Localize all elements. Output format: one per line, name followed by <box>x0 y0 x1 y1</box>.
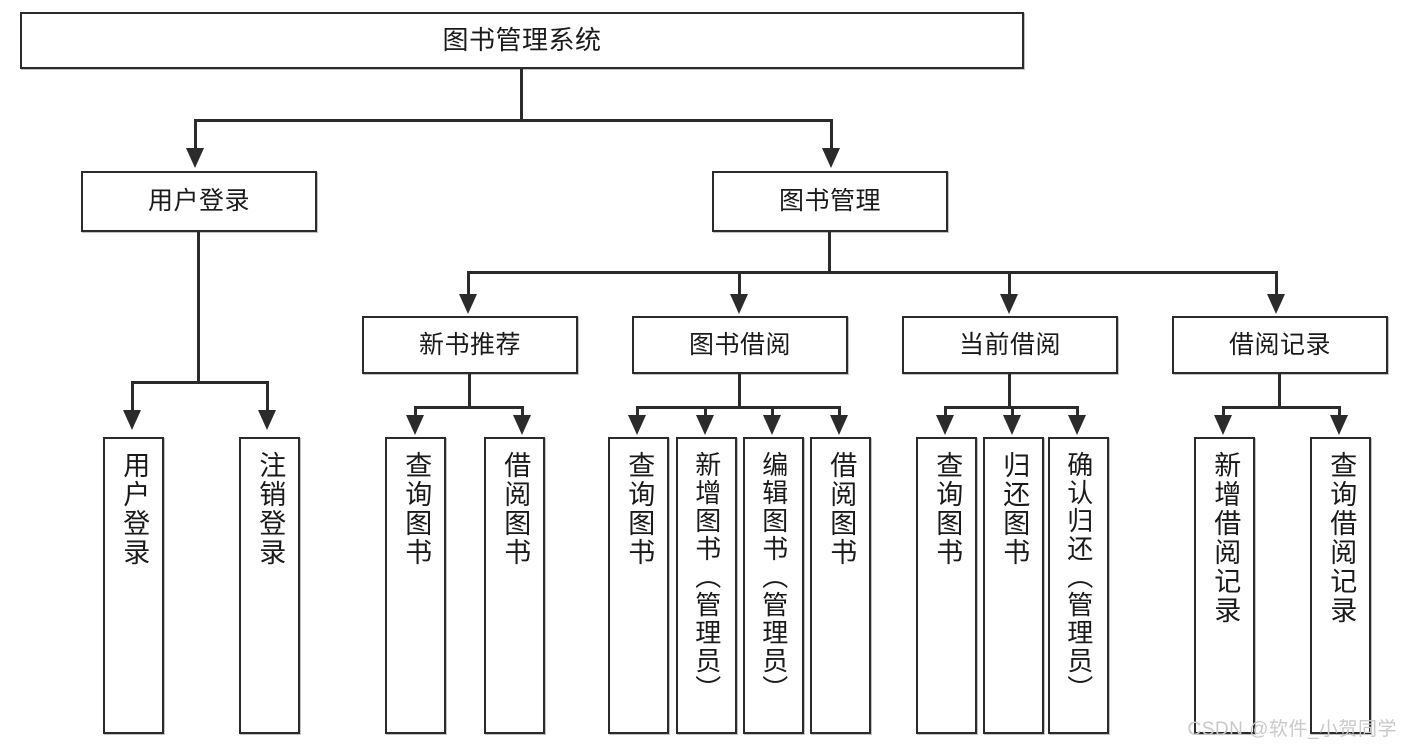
node-label: 归还图书 <box>999 451 1030 567</box>
node-label: 新增图书（管理员） <box>691 451 722 703</box>
arrow-to-book-borrow <box>730 294 748 314</box>
leaf-book-borrow-borrow-books[interactable]: 借阅图书 <box>810 437 871 734</box>
arrow-current-borrow-leaf-2 <box>1003 415 1021 435</box>
arrow-new-book-leaf-2 <box>513 415 531 435</box>
leaf-current-borrow-confirm-return-admin[interactable]: 确认归还（管理员） <box>1048 437 1109 734</box>
connector-root-to-book-manage <box>830 119 833 151</box>
arrow-user-login-leaf-2 <box>258 410 276 430</box>
node-borrow-record[interactable]: 借阅记录 <box>1172 316 1388 374</box>
connector-borrow-record-stem <box>1278 374 1281 408</box>
arrow-current-borrow-leaf-3 <box>1068 415 1086 435</box>
connector-book-borrow-leaf-2 <box>704 406 707 418</box>
arrow-user-login-leaf-1 <box>123 410 141 430</box>
connector-user-login-leaf-2 <box>266 381 269 413</box>
leaf-book-borrow-edit-book-admin[interactable]: 编辑图书（管理员） <box>743 437 804 734</box>
connector-user-login-stem <box>197 232 200 383</box>
node-label: 图书管理系统 <box>442 24 602 55</box>
connector-book-borrow-leaf-3 <box>771 406 774 418</box>
leaf-borrow-record-query-record[interactable]: 查询借阅记录 <box>1310 437 1371 734</box>
node-user-login[interactable]: 用户登录 <box>81 171 317 232</box>
leaf-borrow-record-add-record[interactable]: 新增借阅记录 <box>1194 437 1255 734</box>
connector-new-book-leaf-1 <box>414 406 417 418</box>
leaf-new-book-borrow-books[interactable]: 借阅图书 <box>484 437 545 734</box>
connector-current-borrow-leaf-1 <box>944 406 947 418</box>
arrow-to-borrow-record <box>1267 294 1285 314</box>
leaf-user-login-signin[interactable]: 用户登录 <box>103 437 164 734</box>
connector-current-borrow-stem <box>1008 374 1011 408</box>
leaf-user-login-signout[interactable]: 注销登录 <box>239 437 300 734</box>
node-label: 借阅图书 <box>500 451 531 567</box>
connector-to-current-borrow <box>1008 271 1011 297</box>
node-label: 用户登录 <box>147 187 250 216</box>
arrow-to-new-book <box>459 294 477 314</box>
connector-book-borrow-stem <box>738 374 741 408</box>
leaf-book-borrow-query-books[interactable]: 查询图书 <box>608 437 669 734</box>
node-label: 查询图书 <box>932 451 963 567</box>
arrow-book-borrow-leaf-1 <box>628 415 646 435</box>
node-book-borrow[interactable]: 图书借阅 <box>632 316 848 374</box>
connector-user-login-leaf-1 <box>131 381 134 413</box>
arrow-root-to-user-login <box>186 148 204 168</box>
connector-book-borrow-leaf-4 <box>838 406 841 418</box>
leaf-current-borrow-return-books[interactable]: 归还图书 <box>983 437 1044 734</box>
node-label: 借阅记录 <box>1228 330 1331 359</box>
node-label: 新书推荐 <box>418 330 521 359</box>
connector-root-to-user-login <box>194 119 197 151</box>
arrow-borrow-record-leaf-1 <box>1214 415 1232 435</box>
arrow-current-borrow-leaf-1 <box>936 415 954 435</box>
watermark-text: CSDN @软件_小贺同学 <box>1187 719 1397 740</box>
connector-root-stem <box>520 69 523 121</box>
connector-book-manage-bus <box>467 271 1278 274</box>
connector-to-new-book <box>467 271 470 297</box>
node-current-borrow[interactable]: 当前借阅 <box>902 316 1118 374</box>
arrow-book-borrow-leaf-2 <box>696 415 714 435</box>
connector-new-book-bus <box>414 406 524 409</box>
arrow-book-borrow-leaf-4 <box>830 415 848 435</box>
node-label: 图书借阅 <box>688 330 791 359</box>
node-book-management[interactable]: 图书管理 <box>712 171 948 232</box>
arrow-borrow-record-leaf-2 <box>1330 415 1348 435</box>
connector-to-borrow-record <box>1275 271 1278 297</box>
node-new-book-recommend[interactable]: 新书推荐 <box>362 316 578 374</box>
node-label: 查询借阅记录 <box>1326 451 1357 625</box>
connector-user-login-bus <box>131 381 269 384</box>
connector-root-bus <box>194 119 833 122</box>
leaf-book-borrow-add-book-admin[interactable]: 新增图书（管理员） <box>676 437 737 734</box>
connector-new-book-leaf-2 <box>521 406 524 418</box>
arrow-root-to-book-manage <box>822 148 840 168</box>
connector-book-borrow-bus <box>636 406 841 409</box>
connector-new-book-stem <box>468 374 471 408</box>
node-root-system[interactable]: 图书管理系统 <box>20 12 1024 69</box>
node-label: 查询图书 <box>401 451 432 567</box>
connector-current-borrow-leaf-3 <box>1076 406 1079 418</box>
node-label: 查询图书 <box>624 451 655 567</box>
connector-book-borrow-leaf-1 <box>636 406 639 418</box>
node-label: 新增借阅记录 <box>1210 451 1241 625</box>
connector-book-manage-stem <box>828 232 831 273</box>
node-label: 当前借阅 <box>958 330 1061 359</box>
leaf-new-book-query-books[interactable]: 查询图书 <box>385 437 446 734</box>
arrow-new-book-leaf-1 <box>406 415 424 435</box>
connector-borrow-record-leaf-1 <box>1222 406 1225 418</box>
node-label: 注销登录 <box>255 451 286 567</box>
arrow-book-borrow-leaf-3 <box>763 415 781 435</box>
node-label: 确认归还（管理员） <box>1063 451 1094 703</box>
node-label: 用户登录 <box>119 451 150 567</box>
connector-current-borrow-leaf-2 <box>1011 406 1014 418</box>
node-label: 编辑图书（管理员） <box>758 451 789 703</box>
leaf-current-borrow-query-books[interactable]: 查询图书 <box>916 437 977 734</box>
node-label: 借阅图书 <box>826 451 857 567</box>
connector-to-book-borrow <box>738 271 741 297</box>
connector-borrow-record-bus <box>1222 406 1341 409</box>
connector-borrow-record-leaf-2 <box>1338 406 1341 418</box>
arrow-to-current-borrow <box>1000 294 1018 314</box>
node-label: 图书管理 <box>778 187 881 216</box>
